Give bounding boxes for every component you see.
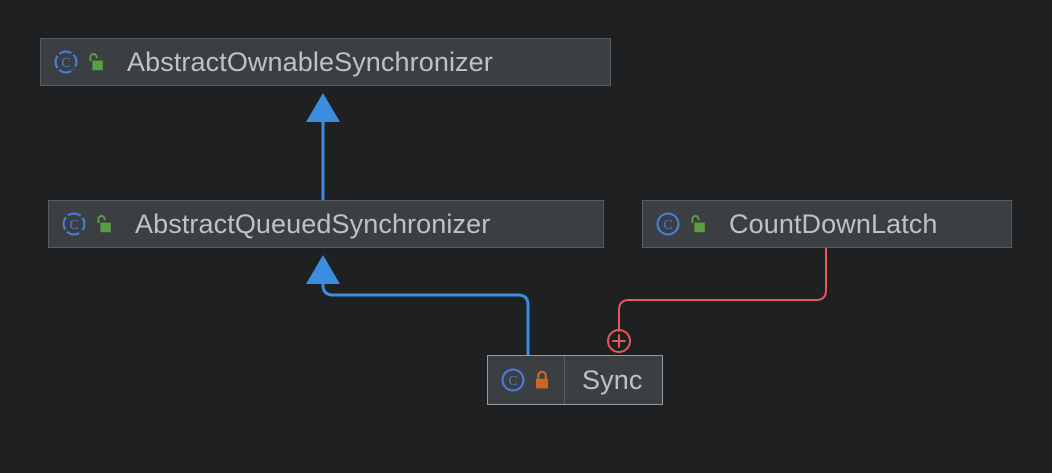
- abstract-class-icon: C: [54, 50, 78, 74]
- node-icon-group: C: [41, 39, 114, 85]
- plus-circle-icon: [607, 329, 631, 353]
- node-icon-group: C: [49, 201, 122, 247]
- class-node-label: CountDownLatch: [729, 208, 938, 239]
- class-icon: C: [501, 368, 525, 392]
- class-node-sync[interactable]: C Sync: [487, 355, 663, 405]
- filled-triangle-arrowhead: [306, 93, 340, 122]
- unlocked-padlock-icon: [691, 215, 705, 233]
- class-node-label: AbstractOwnableSynchronizer: [127, 46, 493, 77]
- class-node-abstract-ownable-synchronizer[interactable]: C AbstractOwnableSynchronizer: [40, 38, 611, 86]
- filled-triangle-arrowhead: [306, 255, 340, 284]
- class-icon: C: [656, 212, 680, 236]
- abstract-class-icon: C: [62, 212, 86, 236]
- node-icon-group: C: [643, 201, 716, 247]
- class-node-abstract-queued-synchronizer[interactable]: C AbstractQueuedSynchronizer: [48, 200, 604, 248]
- class-node-count-down-latch[interactable]: C CountDownLatch: [642, 200, 1012, 248]
- svg-text:C: C: [663, 217, 672, 232]
- svg-text:C: C: [69, 217, 78, 232]
- svg-text:C: C: [61, 55, 70, 70]
- svg-text:C: C: [508, 373, 517, 388]
- plus-glyph-icon: [612, 334, 626, 348]
- edge-aqs-extends-aos[interactable]: [306, 93, 340, 200]
- edge-cdl-depends-sync[interactable]: [607, 247, 827, 353]
- unlocked-padlock-icon: [97, 215, 111, 233]
- class-node-label: Sync: [582, 364, 643, 395]
- class-node-label: AbstractQueuedSynchronizer: [135, 208, 491, 239]
- unlocked-padlock-icon: [89, 53, 103, 71]
- locked-padlock-icon: [536, 370, 548, 389]
- edge-sync-extends-aqs[interactable]: [306, 255, 530, 357]
- node-icon-group: C: [488, 356, 565, 404]
